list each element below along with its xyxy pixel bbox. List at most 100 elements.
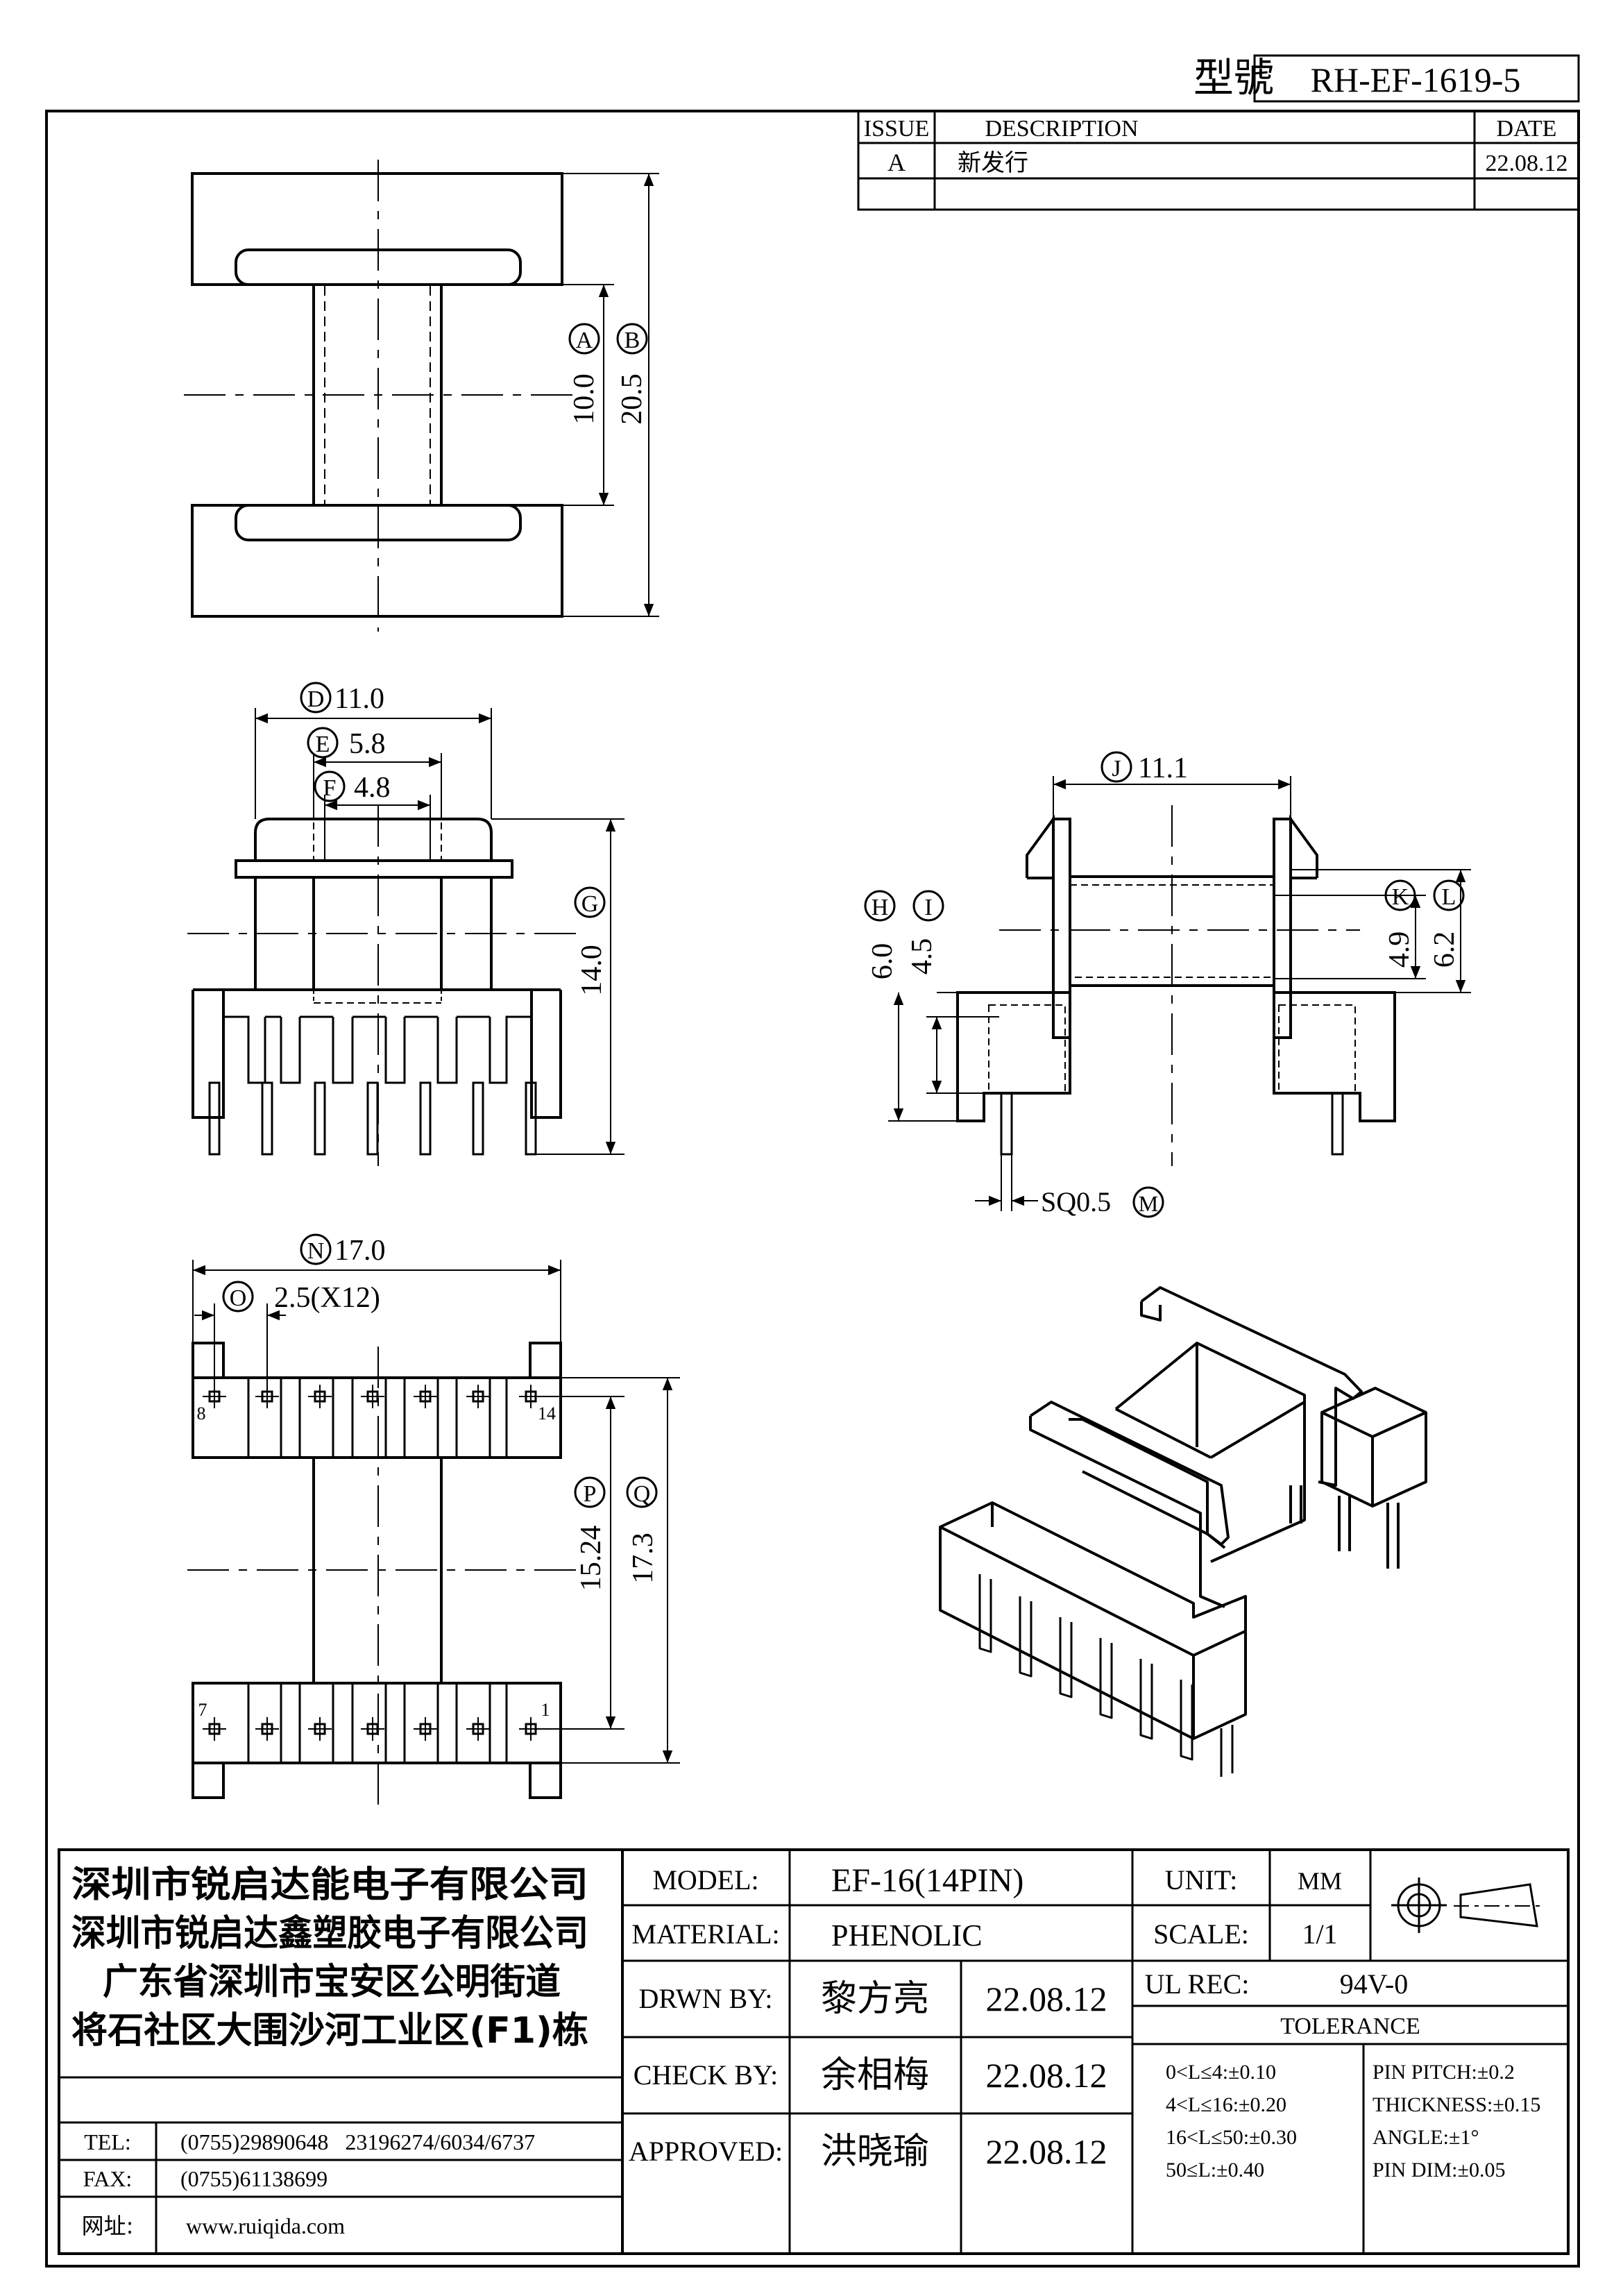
dim-F: F 4.8	[314, 770, 391, 804]
dim-L-letter: L	[1442, 884, 1456, 910]
rev-date-cell: 22.08.12	[1486, 151, 1568, 176]
dim-B: B 20.5	[616, 323, 648, 425]
dim-M: SQ0.5 M	[1041, 1186, 1164, 1218]
rev-header-issue: ISSUE	[864, 116, 929, 142]
tolerance-right-1: PIN PITCH:±0.2	[1373, 2061, 1515, 2084]
revision-table: ISSUE DESCRIPTION DATE A 新发行 22.08.12	[857, 110, 1580, 211]
scale-label: SCALE:	[1153, 1918, 1249, 1950]
tolerance-right-3: ANGLE:±1°	[1373, 2126, 1479, 2149]
rev-header-description: DESCRIPTION	[985, 116, 1138, 142]
tolerance-right-4: PIN DIM:±0.05	[1373, 2159, 1505, 2181]
tolerance-left-2: 4<L≤16:±0.20	[1166, 2093, 1286, 2116]
dim-D: D 11.0	[300, 682, 384, 715]
front-view	[187, 708, 624, 1166]
top-view	[184, 160, 659, 632]
check-by-name: 余相梅	[821, 2054, 929, 2096]
rev-issue-cell: A	[887, 149, 906, 176]
ul-label: UL REC:	[1145, 1968, 1250, 2000]
dim-J-letter: J	[1112, 756, 1121, 782]
dim-I-letter: I	[924, 895, 932, 920]
tolerance-left-3: 16<L≤50:±0.30	[1166, 2126, 1297, 2149]
dim-Q-letter: Q	[634, 1481, 651, 1507]
dim-E: E 5.8	[307, 727, 386, 760]
dim-E-letter: E	[316, 732, 330, 757]
dim-D-letter: D	[307, 686, 325, 712]
model-number: RH-EF-1619-5	[1311, 60, 1521, 99]
company-line-1: 深圳市锐启达能电子有限公司	[71, 1864, 588, 1906]
dim-N: N 17.0	[300, 1233, 386, 1267]
dim-H-value: 6.0	[867, 943, 899, 980]
dim-M-letter: M	[1139, 1191, 1158, 1216]
tolerance-label: TOLERANCE	[1280, 2014, 1420, 2039]
drawing-frame	[45, 54, 1580, 2268]
ul-value: 94V-0	[1340, 1968, 1409, 2000]
dim-L-value: 6.2	[1429, 931, 1461, 968]
drawn-by-label: DRWN BY:	[638, 1983, 772, 2014]
approved-date: 22.08.12	[986, 2132, 1107, 2171]
title-block-grid	[58, 1848, 1570, 2255]
dim-K-letter: K	[1392, 884, 1409, 910]
dim-A-letter: A	[576, 328, 593, 353]
dim-F-letter: F	[323, 775, 337, 801]
dim-Q-value: 17.3	[627, 1533, 659, 1584]
dim-K-value: 4.9	[1384, 931, 1416, 968]
company-block: 深圳市锐启达能电子有限公司 深圳市锐启达鑫塑胶电子有限公司 广东省深圳市宝安区公…	[71, 1864, 588, 2239]
isometric-view	[939, 1286, 1427, 1777]
unit-value: MM	[1298, 1867, 1342, 1895]
dim-G-value: 14.0	[576, 945, 608, 996]
model-field-value: EF-16(14PIN)	[831, 1862, 1023, 1899]
drawn-by-date: 22.08.12	[986, 1980, 1107, 2018]
dim-M-value: SQ0.5	[1041, 1186, 1111, 1217]
tel-value: (0755)29890648 23196274/6034/6737	[180, 2129, 535, 2154]
dim-O-letter: O	[230, 1285, 247, 1311]
dim-K: K 4.9	[1384, 879, 1416, 968]
rev-header-date: DATE	[1497, 116, 1557, 142]
side-view	[888, 776, 1471, 1211]
scale-value: 1/1	[1302, 1918, 1337, 1950]
pin-label-14: 14	[538, 1403, 556, 1424]
approved-label: APPROVED:	[629, 2136, 783, 2167]
dim-B-value: 20.5	[616, 373, 648, 425]
web-value: www.ruiqida.com	[186, 2213, 345, 2238]
dim-P-letter: P	[584, 1481, 597, 1507]
pin-label-7: 7	[198, 1700, 207, 1720]
approved-name: 洪晓瑜	[821, 2131, 929, 2172]
material-field-value: PHENOLIC	[831, 1918, 983, 1952]
check-by-label: CHECK BY:	[634, 2059, 779, 2091]
dim-E-value: 5.8	[349, 728, 386, 760]
dim-N-value: 17.0	[334, 1235, 386, 1267]
tolerance-left-1: 0<L≤4:±0.10	[1166, 2061, 1276, 2084]
dim-H-letter: H	[872, 895, 889, 920]
dim-B-letter: B	[624, 328, 640, 353]
company-line-2: 深圳市锐启达鑫塑胶电子有限公司	[71, 1913, 588, 1955]
fax-value: (0755)61138699	[180, 2166, 328, 2191]
material-field-label: MATERIAL:	[631, 1918, 779, 1950]
tolerance-left-4: 50≤L:±0.40	[1166, 2159, 1264, 2181]
fax-label: FAX:	[83, 2166, 133, 2191]
check-by-date: 22.08.12	[986, 2056, 1107, 2095]
projection-symbol-icon	[1391, 1877, 1544, 1933]
company-line-3: 广东省深圳市宝安区公明街道	[103, 1961, 561, 2003]
unit-label: UNIT:	[1165, 1864, 1238, 1896]
dim-O: O 2.5(X12)	[222, 1281, 380, 1314]
dim-J: J 11.1	[1101, 751, 1188, 784]
dim-J-value: 11.1	[1138, 752, 1188, 784]
dim-G: G 14.0	[574, 886, 608, 996]
tel-label: TEL:	[84, 2129, 131, 2154]
dim-G-letter: G	[581, 891, 599, 917]
pin-label-1: 1	[541, 1700, 550, 1720]
dim-L: L 6.2	[1429, 879, 1465, 968]
dim-Q: Q 17.3	[626, 1476, 659, 1584]
dim-I-value: 4.5	[906, 938, 938, 975]
title-fields: MODEL: EF-16(14PIN) MATERIAL: PHENOLIC D…	[629, 1862, 1540, 2181]
dim-F-value: 4.8	[354, 772, 391, 804]
dim-P: P 15.24	[574, 1476, 607, 1592]
dim-N-letter: N	[307, 1238, 325, 1264]
dim-I: I 4.5	[906, 890, 944, 975]
dim-H: H 6.0	[864, 890, 899, 980]
dim-O-value: 2.5(X12)	[274, 1282, 380, 1314]
dim-P-value: 15.24	[575, 1526, 607, 1592]
pin-label-8: 8	[197, 1403, 206, 1424]
rev-description-cell: 新发行	[958, 149, 1028, 177]
